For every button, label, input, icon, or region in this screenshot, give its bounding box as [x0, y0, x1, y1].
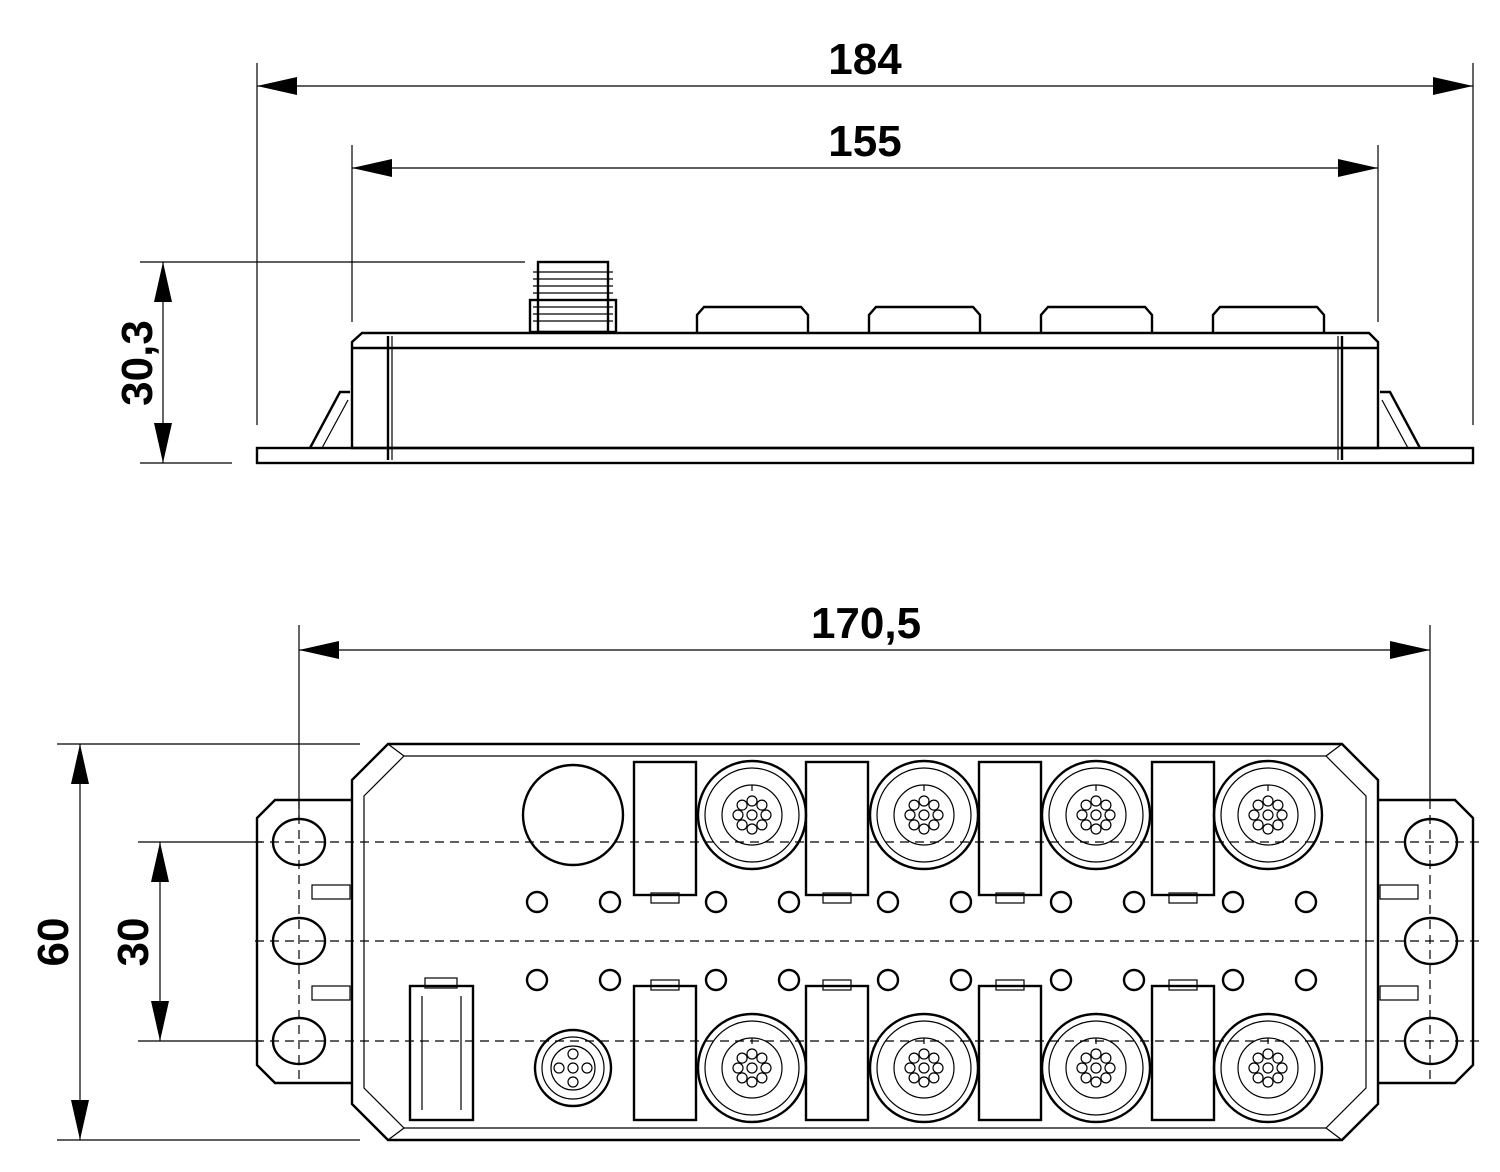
- label-window: [1150, 979, 1216, 1122]
- dimension-width: 60: [29, 744, 89, 1140]
- marker-circle: [521, 763, 625, 867]
- led-indicator: [1294, 890, 1318, 914]
- led-indicator: [876, 890, 900, 914]
- led-indicator: [1122, 968, 1146, 992]
- housing-length-label: 155: [828, 117, 901, 166]
- mounting-length-label: 170,5: [811, 599, 921, 648]
- power-connector: [533, 1028, 613, 1108]
- led-indicator: [949, 968, 973, 992]
- led-indicator: [1122, 890, 1146, 914]
- dimension-hole-spacing: 30: [109, 841, 262, 1042]
- side-connector: [528, 260, 618, 334]
- led-indicator: [598, 968, 622, 992]
- label-window: [804, 760, 870, 904]
- m12-socket: [1040, 1012, 1152, 1124]
- led-indicator: [1294, 968, 1318, 992]
- m12-socket: [868, 759, 980, 871]
- top-view: 170,5 60 30: [29, 599, 1480, 1142]
- led-indicator: [949, 890, 973, 914]
- led-indicator: [1049, 968, 1073, 992]
- dimension-height: 30,3: [113, 262, 172, 463]
- led-indicator: [876, 968, 900, 992]
- side-view: 184 155 30,3: [113, 35, 1475, 465]
- label-window: [1150, 760, 1216, 904]
- dimension-housing-length: 155: [352, 117, 1378, 177]
- led-indicator: [777, 968, 801, 992]
- hole-spacing-label: 30: [109, 918, 158, 967]
- width-label: 60: [29, 918, 78, 967]
- led-indicator: [777, 890, 801, 914]
- overall-length-label: 184: [828, 35, 902, 84]
- m12-sockets: [632, 759, 1324, 1124]
- led-indicator: [1221, 890, 1245, 914]
- m12-socket: [868, 1012, 980, 1124]
- led-indicator: [704, 890, 728, 914]
- side-port-caps: [695, 305, 1326, 333]
- led-indicator: [598, 890, 622, 914]
- led-indicator: [1049, 890, 1073, 914]
- led-indicator: [1221, 968, 1245, 992]
- led-indicator: [525, 890, 549, 914]
- m12-socket: [1212, 1012, 1324, 1124]
- m12-socket: [696, 1012, 808, 1124]
- led-indicator: [704, 968, 728, 992]
- label-window: [632, 979, 698, 1122]
- fuse-holder: [408, 977, 475, 1122]
- status-leds: [525, 890, 1318, 992]
- height-label: 30,3: [113, 320, 162, 406]
- label-window: [804, 979, 870, 1122]
- m12-socket: [1040, 759, 1152, 871]
- dimension-mounting-length: 170,5: [299, 599, 1430, 659]
- m12-socket: [696, 759, 808, 871]
- m12-socket: [1212, 759, 1324, 871]
- label-window: [632, 760, 698, 904]
- label-window: [977, 979, 1043, 1122]
- dimension-overall-length: 184: [257, 35, 1473, 95]
- label-window: [977, 760, 1043, 904]
- led-indicator: [525, 968, 549, 992]
